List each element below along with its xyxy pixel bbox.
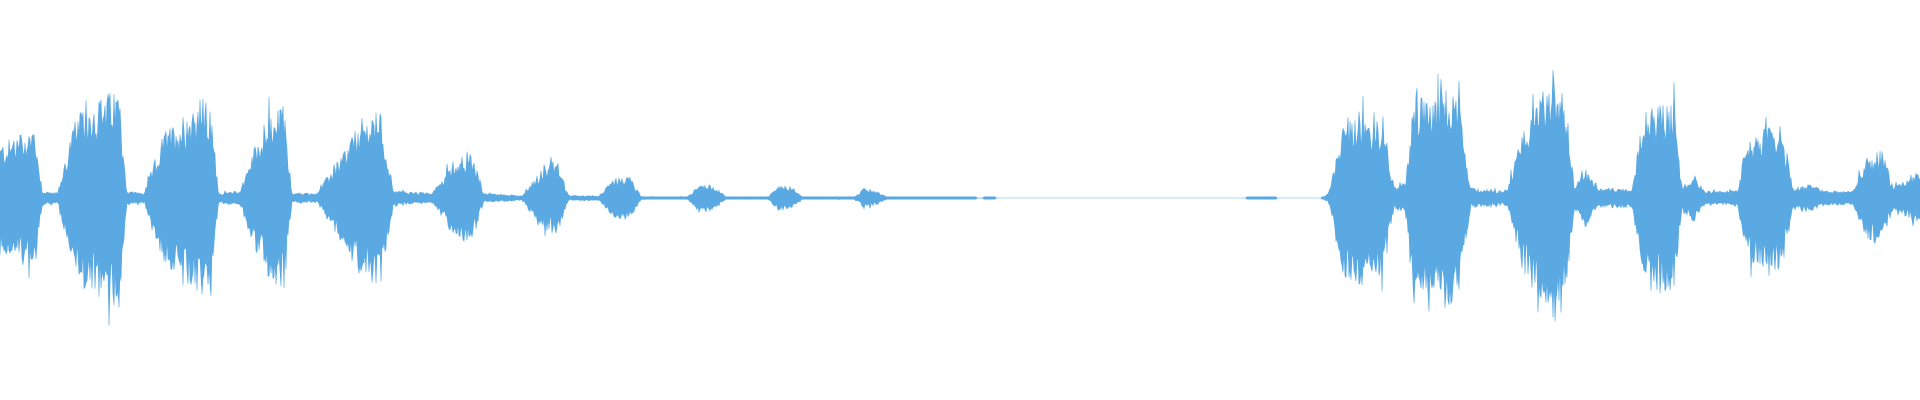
waveform-graphic	[0, 70, 1920, 326]
